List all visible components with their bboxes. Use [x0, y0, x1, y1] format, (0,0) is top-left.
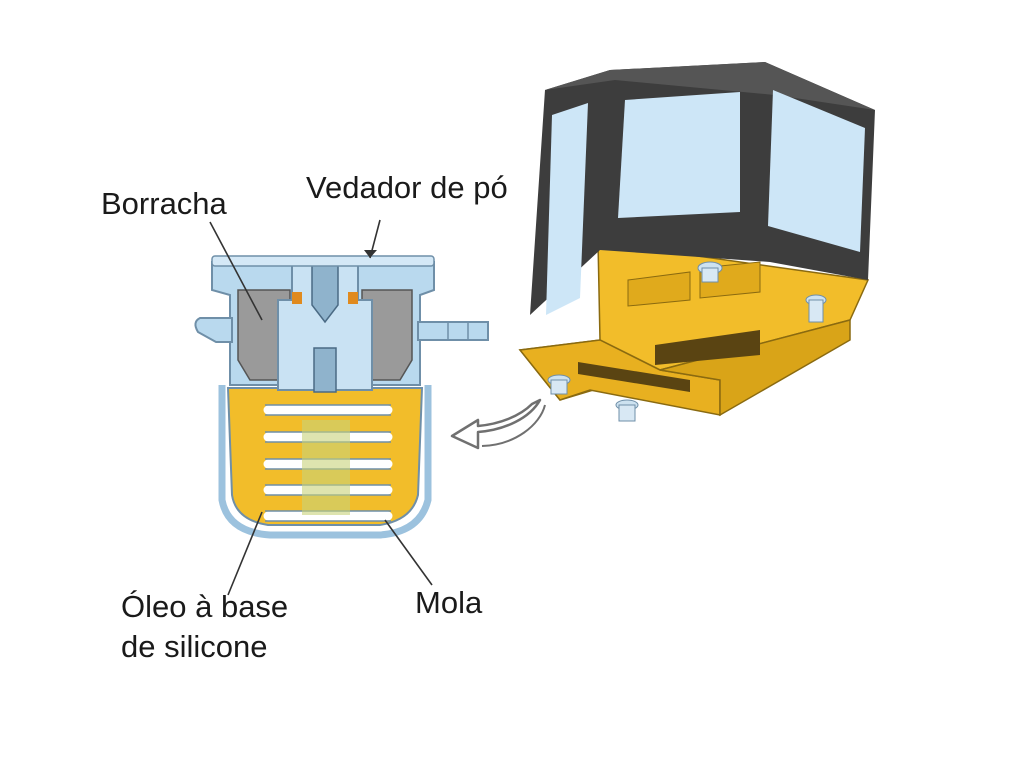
- outer-casing: [218, 385, 432, 539]
- leader-rubber: [209, 221, 263, 321]
- right-flange: [417, 321, 489, 341]
- label-spring: Mola: [415, 585, 483, 620]
- threaded-hole-lower: [313, 347, 337, 393]
- leader-dust-seal-arrowhead: [364, 250, 377, 258]
- operator-cab: [518, 62, 875, 422]
- leader-oil: [227, 511, 263, 596]
- label-rubber: Borracha: [101, 186, 227, 221]
- label-silicone-oil-line1: Óleo à base: [121, 589, 289, 624]
- label-dust-seal: Vedador de pó: [306, 170, 508, 205]
- cab-base: [518, 241, 870, 417]
- center-shaft: [277, 257, 373, 391]
- cab-mount-bolts: [547, 261, 827, 422]
- dust-seal: [292, 292, 302, 304]
- top-cap: [211, 255, 435, 267]
- mount-cross-section: [194, 255, 489, 539]
- spring-core: [302, 420, 350, 515]
- left-flange: [194, 317, 233, 343]
- leader-spring: [384, 519, 433, 586]
- curved-arrow-icon: [450, 398, 546, 450]
- cab-windows: [546, 90, 865, 315]
- dust-seal-right: [348, 292, 358, 304]
- label-silicone-oil-line2: de silicone: [121, 629, 268, 664]
